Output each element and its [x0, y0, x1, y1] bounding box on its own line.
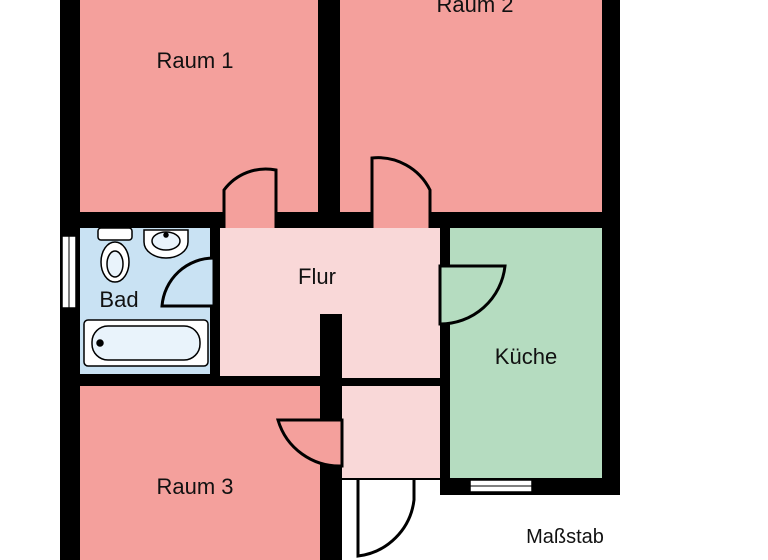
- room-flur-lower: [342, 386, 440, 478]
- label-raum2: Raum 2: [436, 0, 513, 17]
- flur-divider-gap: [240, 314, 284, 320]
- scale-label: Maßstab: [526, 526, 604, 548]
- room-flur-left: [220, 314, 320, 376]
- room-raum3: [80, 386, 320, 560]
- room-flur-upper: [220, 228, 440, 314]
- label-raum1: Raum 1: [156, 48, 233, 73]
- label-kueche: Küche: [495, 344, 557, 369]
- door-entrance-swing: [356, 480, 416, 558]
- door-kueche-swing: [438, 264, 507, 326]
- toilet-icon: [97, 227, 133, 283]
- bathtub-icon: [83, 319, 209, 367]
- room-flur-center: [342, 314, 440, 378]
- label-flur: Flur: [298, 264, 336, 289]
- room-raum1: [80, 0, 318, 212]
- door-raum2-swing: [370, 156, 432, 228]
- outside-area: [440, 495, 620, 560]
- door-raum3-swing: [275, 418, 344, 468]
- label-bad: Bad: [99, 287, 138, 312]
- sink-icon: [143, 229, 189, 259]
- door-raum1-swing: [222, 167, 278, 228]
- door-bad-swing: [160, 256, 216, 308]
- label-raum3: Raum 3: [156, 474, 233, 499]
